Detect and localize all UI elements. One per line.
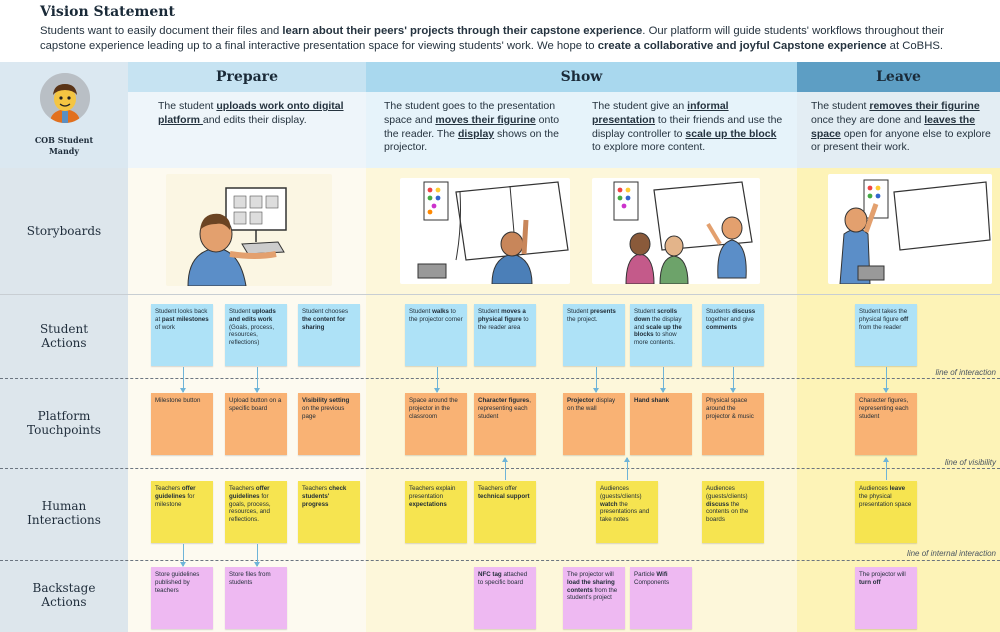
student-action-note: Student uploads and edits work (Goals, p…: [225, 304, 287, 366]
human-interaction-note: Teachers offer guidelines for milestone: [151, 481, 213, 543]
line-of-visibility: [0, 468, 1000, 469]
platform-touchpoint-note: Visibility setting on the previous page: [298, 393, 360, 455]
row-label-student-actions: Student Actions: [39, 322, 89, 350]
row-divider: [0, 294, 1000, 295]
connector-arrow: [883, 367, 889, 393]
line-of-interaction: [0, 378, 1000, 379]
storyboard-show-1: [400, 178, 570, 285]
human-interaction-note: Teachers check students' progress: [298, 481, 360, 543]
connector-arrow: [254, 367, 260, 393]
desc-prepare: The student uploads work onto digital pl…: [158, 100, 344, 126]
student-action-note: Student walks to the projector corner: [405, 304, 467, 366]
connector-arrow: [660, 367, 666, 393]
line-of-visibility-label: line of visibility: [944, 458, 996, 467]
backstage-action-note: The projector will load the sharing cont…: [563, 567, 625, 629]
student-action-note: Student looks back at past milestones of…: [151, 304, 213, 366]
student-action-note: Student chooses the content for sharing: [298, 304, 360, 366]
human-interaction-note: Teachers explain presentation expectatio…: [405, 481, 467, 543]
backstage-action-note: The projector will turn off: [855, 567, 917, 629]
lego-figure-icon: [40, 73, 90, 123]
human-interaction-note: Audiences (guests/clients) watch the pre…: [596, 481, 658, 543]
connector-arrow: [883, 457, 889, 480]
backstage-action-note: Particle Wifi Components: [630, 567, 692, 629]
storyboard-show-2: [592, 178, 760, 285]
phase-leave: Leave: [797, 62, 1000, 92]
connector-arrow: [624, 457, 630, 480]
connector-arrow: [180, 544, 186, 567]
vision-text: Students want to easily document their f…: [40, 25, 944, 52]
row-label-backstage: Backstage Actions: [32, 581, 96, 609]
connector-arrow: [502, 457, 508, 480]
platform-touchpoint-note: Hand shank: [630, 393, 692, 455]
human-interaction-note: Audiences (guests/clients) discuss the c…: [702, 481, 764, 543]
line-of-internal-interaction-label: line of internal interaction: [907, 549, 996, 558]
platform-touchpoint-note: Projector display on the wall: [563, 393, 625, 455]
storyboard-prepare: [166, 174, 332, 287]
vision-title: Vision Statement: [40, 4, 175, 20]
student-presenting-illustration: [613, 181, 753, 285]
connector-arrow: [180, 367, 186, 393]
connector-arrow: [434, 367, 440, 393]
student-at-reader-illustration: [417, 181, 569, 285]
vision-statement: Vision Statement Students want to easily…: [0, 0, 1000, 62]
platform-touchpoint-note: Physical space around the projector & mu…: [702, 393, 764, 455]
platform-touchpoint-note: Character figures, representing each stu…: [474, 393, 536, 455]
platform-touchpoint-note: Milestone button: [151, 393, 213, 455]
desc-show-2: The student give an informal presentatio…: [592, 100, 783, 154]
connector-arrow: [254, 544, 260, 567]
student-action-note: Student takes the physical figure off fr…: [855, 304, 917, 366]
human-interaction-note: Audiences leave the physical presentatio…: [855, 481, 917, 543]
prepare-desc-bg: [128, 92, 366, 168]
connector-arrow: [593, 367, 599, 393]
human-interaction-note: Teachers offer technical support: [474, 481, 536, 543]
row-label-human: Human Interactions: [27, 499, 101, 527]
student-action-note: Students discuss together and give comme…: [702, 304, 764, 366]
platform-touchpoint-note: Character figures, representing each stu…: [855, 393, 917, 455]
backstage-action-note: Store guidelines published by teachers: [151, 567, 213, 629]
storyboard-leave: [828, 174, 992, 285]
human-interaction-note: Teachers offer guidelines for goals, pro…: [225, 481, 287, 543]
phase-prepare: Prepare: [128, 62, 366, 92]
desc-show-1: The student goes to the presentation spa…: [384, 100, 560, 154]
student-at-computer-illustration: [187, 187, 287, 287]
student-action-note: Student moves a physical figure to the r…: [474, 304, 536, 366]
show-desc-bg: [366, 92, 797, 168]
avatar: [40, 73, 90, 123]
student-action-note: Student scrolls down the display and sca…: [630, 304, 692, 366]
row-label-platform: Platform Touchpoints: [27, 409, 101, 437]
student-action-note: Student presents the project.: [563, 304, 625, 366]
line-of-internal-interaction: [0, 560, 1000, 561]
connector-arrow: [730, 367, 736, 393]
row-label-storyboards: Storyboards: [26, 224, 102, 238]
phase-show: Show: [366, 62, 797, 92]
student-removing-figure-illustration: [839, 179, 991, 285]
backstage-action-note: Store files from students: [225, 567, 287, 629]
leave-desc-bg: [797, 92, 1000, 168]
platform-touchpoint-note: Space around the projector in the classr…: [405, 393, 467, 455]
backstage-action-note: NFC tag attached to specific board: [474, 567, 536, 629]
platform-touchpoint-note: Upload button on a specific board: [225, 393, 287, 455]
line-of-interaction-label: line of interaction: [935, 368, 996, 377]
desc-leave: The student removes their figurine once …: [811, 100, 991, 154]
